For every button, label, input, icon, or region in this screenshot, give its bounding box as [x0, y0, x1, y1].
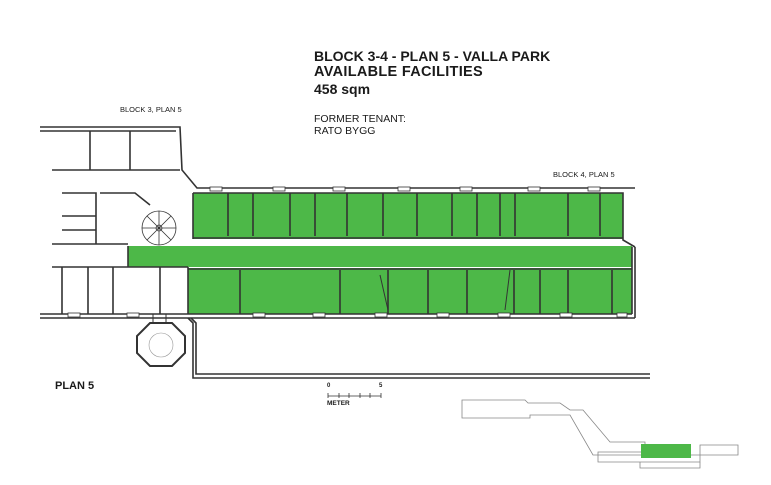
spiral-stair	[141, 210, 177, 246]
key-plan	[461, 399, 739, 469]
former-tenant-name: RATO BYGG	[314, 125, 376, 137]
available-area	[128, 193, 632, 314]
block3-label: BLOCK 3, PLAN 5	[120, 105, 182, 114]
former-tenant-label: FORMER TENANT:	[314, 113, 406, 125]
plan-label: PLAN 5	[55, 380, 95, 392]
scale-start: 0	[327, 383, 331, 389]
scale-unit: METER	[327, 400, 350, 407]
page-title: BLOCK 3-4 - PLAN 5 - VALLA PARK	[314, 48, 551, 64]
block4-label: BLOCK 4, PLAN 5	[553, 170, 615, 179]
scale-bar	[327, 393, 382, 398]
walls	[40, 126, 650, 379]
octagon-stair	[136, 314, 186, 367]
windows	[67, 186, 628, 318]
scale-end: 5	[379, 383, 383, 389]
page-subtitle: AVAILABLE FACILITIES	[314, 64, 483, 80]
area-value: 458 sqm	[314, 81, 371, 97]
